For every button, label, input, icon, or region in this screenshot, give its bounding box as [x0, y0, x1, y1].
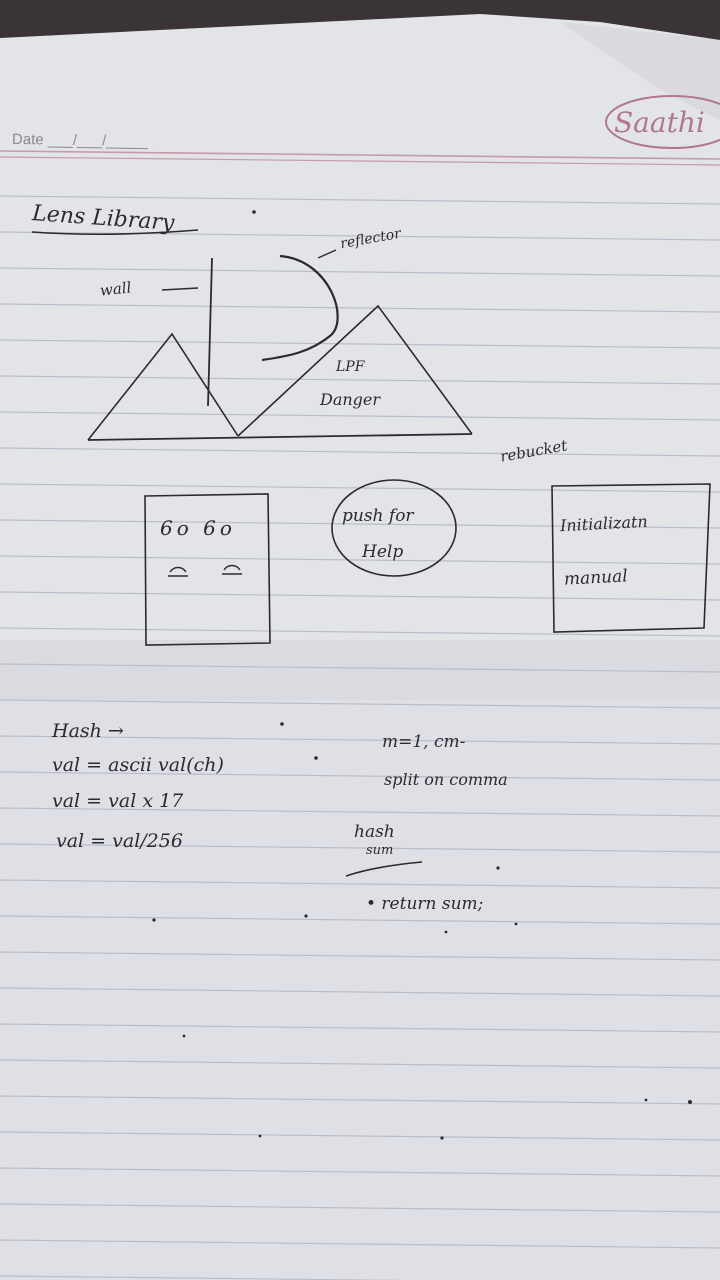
ruled-line [0, 915, 720, 925]
note-m-cm: m=1, cm- [382, 732, 466, 752]
ruled-line [0, 447, 720, 457]
note-hash: Hash → [52, 720, 124, 742]
sum-underline [345, 861, 423, 877]
ruled-line [0, 195, 720, 205]
ruled-line [0, 1095, 720, 1105]
push-for-help-circle [331, 479, 457, 577]
ruled-line [0, 987, 720, 997]
init-manual-box [551, 483, 711, 633]
note-hash-word: hash [354, 822, 395, 842]
ruled-line [0, 555, 720, 565]
ruled-line [0, 771, 720, 781]
faces-box [144, 493, 271, 646]
lpf-label: LPF [336, 359, 365, 375]
ruled-line [0, 411, 720, 421]
ruled-line [0, 843, 720, 853]
note-val-mod: val = val/256 [56, 830, 183, 852]
ruled-line [0, 591, 720, 601]
ruled-line [0, 1203, 720, 1213]
note-sum-word: sum [366, 843, 394, 858]
push-button-line2: Help [362, 542, 404, 562]
svg-text:Saathi: Saathi [614, 106, 705, 139]
ruled-lines [0, 195, 720, 1280]
ruled-line [0, 735, 720, 745]
ruled-line [0, 1239, 720, 1249]
title-underline [31, 229, 199, 235]
ruled-line [0, 699, 720, 709]
ruled-line [0, 807, 720, 817]
ruled-line [0, 1275, 415, 1280]
ruled-line [0, 339, 720, 349]
note-return-sum: • return sum; [366, 894, 484, 914]
ruled-line [0, 1167, 720, 1177]
saathi-logo: Saathi [605, 95, 720, 149]
note-split: split on comma [384, 770, 508, 789]
ruled-line [0, 1023, 720, 1033]
ruled-line [0, 951, 720, 961]
ruled-line [0, 1059, 720, 1069]
ruled-line [0, 375, 720, 385]
ruled-line [0, 267, 720, 277]
danger-label: Danger [320, 390, 381, 409]
note-val-mult: val = val x 17 [52, 790, 184, 812]
ruled-line [0, 1131, 720, 1141]
ruled-line [0, 627, 720, 637]
faces-text: 6o 6o [160, 516, 236, 540]
ruled-line [0, 519, 720, 529]
ruled-line [0, 663, 720, 673]
ruled-line [0, 303, 720, 313]
push-button-line1: push for [342, 506, 414, 526]
ruled-line [0, 879, 720, 889]
mountain-diagram [87, 249, 473, 441]
note-val-ascii: val = ascii val(ch) [52, 754, 224, 776]
